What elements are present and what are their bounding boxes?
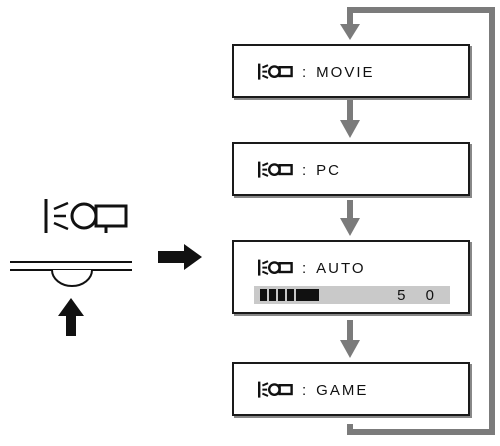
brightness-mode-icon: [44, 199, 128, 233]
separator: :: [302, 161, 309, 179]
mode-label: MOVIE: [316, 63, 375, 81]
monitor-bezel-button[interactable]: [8, 258, 134, 298]
brightness-mode-icon: [258, 259, 293, 276]
mode-label: GAME: [316, 381, 369, 399]
mode-box-game[interactable]: : GAME: [232, 362, 470, 416]
brightness-level-value: 5 0: [397, 287, 442, 304]
mode-box-auto[interactable]: : AUTO 5 0: [232, 240, 470, 314]
brightness-level-fill: [260, 289, 319, 301]
separator: :: [302, 63, 309, 81]
press-arrow-up-icon: [58, 298, 84, 336]
brightness-mode-icon: [258, 161, 293, 178]
mode-box-pc[interactable]: : PC: [232, 142, 470, 196]
separator: :: [302, 259, 309, 277]
bar-segment-gap: [285, 289, 287, 301]
bar-segment-gap: [267, 289, 269, 301]
mode-box-movie[interactable]: : MOVIE: [232, 44, 470, 98]
mode-label: AUTO: [316, 259, 366, 277]
brightness-mode-icon: [258, 381, 293, 398]
arrow-right-icon: [158, 244, 202, 270]
bar-segment-gap: [294, 289, 296, 301]
brightness-mode-icon: [258, 63, 293, 80]
brightness-level-bar: 5 0: [254, 286, 450, 304]
mode-label: PC: [316, 161, 342, 179]
separator: :: [302, 381, 309, 399]
bar-segment-gap: [276, 289, 278, 301]
